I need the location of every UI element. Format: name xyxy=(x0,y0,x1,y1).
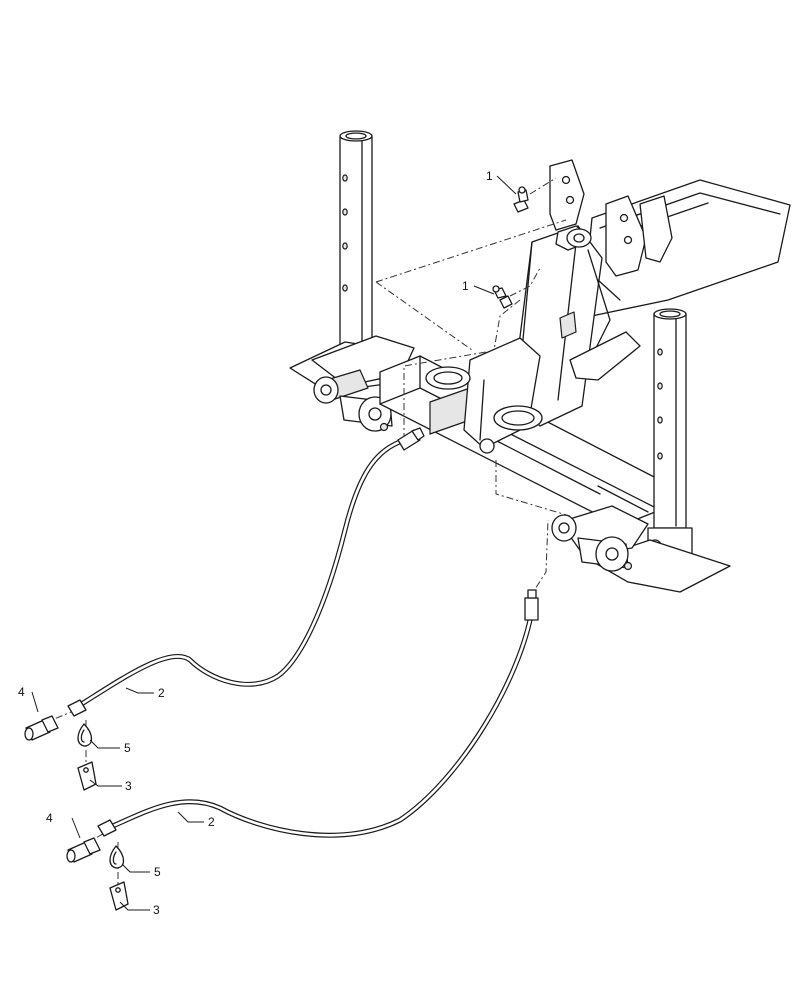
assembly-lines xyxy=(41,177,571,888)
callout-4-lower: 4 xyxy=(46,811,53,825)
callout-5-upper: 5 xyxy=(124,741,131,755)
callout-5-lower: 5 xyxy=(154,865,161,879)
right-lift-post xyxy=(647,308,693,561)
callout-1-lower: 1 xyxy=(462,279,469,293)
callout-4-upper: 4 xyxy=(18,685,25,699)
callout-3-lower: 3 xyxy=(153,903,160,917)
hitch-assembly xyxy=(425,159,673,454)
callout-3-upper: 3 xyxy=(125,779,132,793)
leader-lines xyxy=(31,175,517,911)
adapter-upper xyxy=(24,715,59,741)
clip-upper xyxy=(77,723,93,747)
grease-fitting-lower xyxy=(492,285,513,309)
tag-lower xyxy=(109,881,129,911)
hose-upper xyxy=(67,427,425,717)
toolbar-beam xyxy=(379,355,661,527)
hose-lower xyxy=(97,589,539,838)
right-mount-bracket xyxy=(551,485,731,593)
grease-fitting-upper xyxy=(513,186,529,213)
callout-1-upper: 1 xyxy=(486,169,493,183)
adapter-lower xyxy=(66,837,101,863)
callout-2-lower: 2 xyxy=(208,815,215,829)
tag-upper xyxy=(77,761,97,791)
clip-lower xyxy=(109,845,125,869)
callout-2-upper: 2 xyxy=(158,686,165,700)
